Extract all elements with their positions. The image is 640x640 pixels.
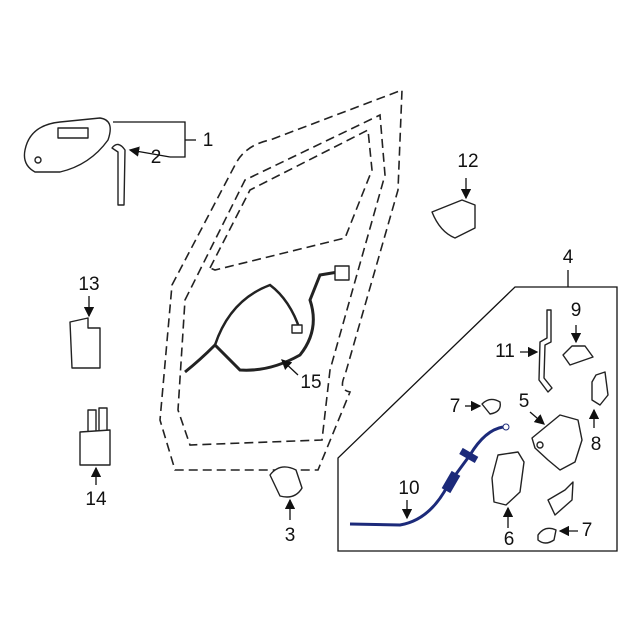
part-10-cable xyxy=(349,423,510,527)
callout-10: 10 xyxy=(398,478,419,499)
leader-5 xyxy=(529,411,545,425)
callout-14: 14 xyxy=(85,489,107,510)
part-9-cap xyxy=(562,345,594,366)
callout-6: 6 xyxy=(504,529,515,550)
callout-13: 13 xyxy=(78,274,99,295)
callout-12: 12 xyxy=(457,151,478,172)
door-outline xyxy=(159,88,403,471)
part-14-hinge xyxy=(79,407,111,466)
part-15-wiring-harness xyxy=(184,265,350,374)
part-7-bumper-lower xyxy=(537,527,557,544)
callout-2: 2 xyxy=(151,147,162,168)
callout-1: 1 xyxy=(203,130,214,151)
callout-3: 3 xyxy=(285,525,296,546)
callout-4: 4 xyxy=(563,247,574,268)
callout-9: 9 xyxy=(571,300,582,321)
callout-7-upper: 7 xyxy=(450,396,461,417)
callout-8: 8 xyxy=(591,434,602,455)
bracket-part xyxy=(547,481,574,516)
leader-2 xyxy=(128,146,171,158)
part-7-bumper-upper xyxy=(481,398,501,415)
part-2-rod xyxy=(111,143,126,206)
callout-11: 11 xyxy=(495,341,515,362)
assembly-4-box xyxy=(337,286,618,552)
callout-7-lower: 7 xyxy=(582,520,593,541)
part-5-latch xyxy=(531,414,583,471)
part-8-clip xyxy=(591,371,609,406)
part-13-hinge xyxy=(69,317,101,369)
part-12-bracket xyxy=(431,199,476,239)
part-6-actuator xyxy=(491,451,525,506)
leader-15 xyxy=(281,359,299,376)
part-3-bumper xyxy=(269,466,303,498)
part-1-outside-handle xyxy=(23,117,111,173)
callout-15: 15 xyxy=(300,372,321,393)
part-11-rod xyxy=(538,309,553,393)
callout-5: 5 xyxy=(519,391,530,412)
